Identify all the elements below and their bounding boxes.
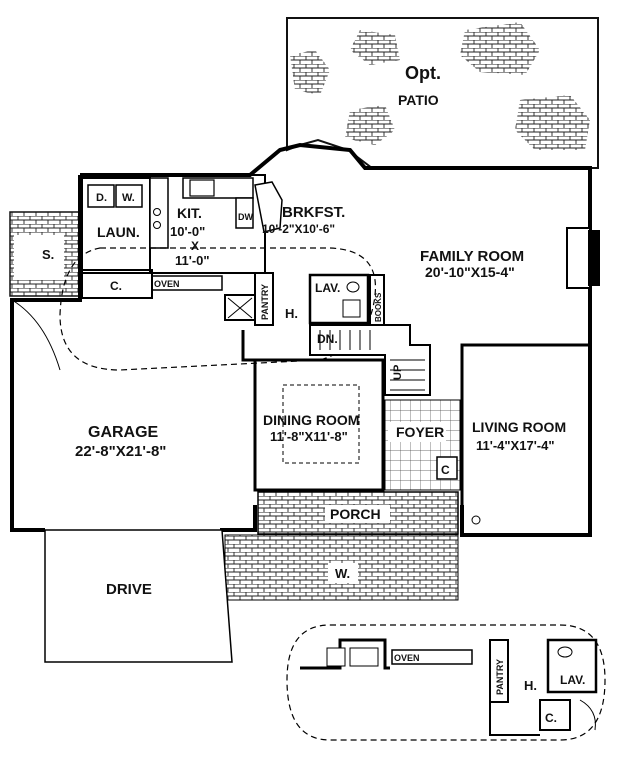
patio-brick-patch	[345, 105, 395, 145]
garage-label: GARAGE	[88, 424, 159, 441]
porch-label: PORCH	[330, 506, 381, 522]
foyer-closet-label: C	[441, 463, 450, 477]
foyer: FOYER C	[384, 399, 461, 498]
inset-pantry-label: PANTRY	[495, 659, 505, 695]
hall-label: H.	[285, 306, 298, 321]
walk: W.	[224, 534, 459, 601]
books-label: BOOKS	[374, 292, 383, 322]
laundry-room: D. W. LAUN. C.	[81, 177, 153, 299]
garage: GARAGE 22'-8"X21'-8"	[11, 299, 166, 460]
living-room: LIVING ROOM 11'-4"X17'-4"	[460, 343, 592, 537]
sink-icon	[189, 179, 215, 197]
washer-label: W.	[122, 192, 135, 204]
drive: DRIVE	[44, 529, 233, 663]
kitchen-dim2: 11'-0"	[175, 253, 210, 268]
dining-room-dim: 11'-8"X11'-8"	[270, 429, 348, 444]
breakfast-label: BRKFST.	[282, 204, 345, 221]
fireplace	[566, 227, 600, 289]
dining-room-label: DINING ROOM	[263, 412, 359, 428]
patio-brick-patch	[515, 95, 590, 150]
drive-label: DRIVE	[106, 581, 152, 598]
outlet-icon	[471, 515, 481, 525]
family-room-dim: 20'-10"X15-4"	[425, 264, 515, 280]
washer	[115, 184, 143, 208]
inset-oven-label: OVEN	[394, 653, 420, 663]
kitchen-bar	[254, 181, 283, 233]
patio-opt-label: Opt.	[405, 63, 441, 83]
lav-label: LAV.	[315, 281, 340, 295]
laundry-label: LAUN.	[97, 224, 140, 240]
sink-icon	[346, 281, 360, 293]
burner-icon	[153, 221, 161, 229]
patio-brick-patch	[290, 50, 330, 95]
closet-label: C.	[110, 279, 122, 293]
storage-label: S.	[42, 247, 54, 262]
patio-brick-patch	[460, 22, 540, 75]
stair: DN. UP	[309, 324, 431, 396]
walk-label: W.	[335, 566, 350, 581]
counter	[149, 177, 169, 249]
dryer-label: D.	[96, 192, 107, 204]
breakfast-dim: 10'-2"X10'-6"	[262, 222, 335, 236]
inset-plan: OVEN PANTRY H. LAV. C.	[286, 624, 606, 741]
oven-label: OVEN	[154, 279, 180, 289]
porch: PORCH	[257, 491, 459, 535]
patio-label: PATIO	[398, 92, 439, 108]
sink-icon	[349, 647, 379, 667]
garage-dim: 22'-8"X21'-8"	[75, 443, 166, 460]
dining-room: DINING ROOM 11'-8"X11'-8"	[253, 358, 385, 492]
sink-icon	[557, 646, 573, 658]
kitchen: DW KIT. 10'-0" X 11'-0" OVEN	[149, 174, 266, 291]
service-yard: S.	[9, 211, 83, 297]
inset-lav-label: LAV.	[560, 673, 585, 687]
toilet-icon	[342, 299, 361, 318]
foyer-label: FOYER	[396, 424, 444, 440]
living-room-dim: 11'-4"X17'-4"	[476, 438, 555, 453]
inset-closet-label: C.	[545, 711, 557, 725]
patio-brick-patch	[350, 30, 400, 65]
inset-hall-label: H.	[524, 678, 537, 693]
kitchen-dim1: 10'-0"	[170, 224, 205, 239]
kitchen-label: KIT.	[177, 205, 202, 221]
up-label: UP	[392, 365, 404, 380]
kitchen-x: X	[191, 239, 199, 253]
patio: Opt. PATIO	[286, 17, 599, 169]
burner-icon	[326, 647, 346, 667]
dishwasher	[235, 197, 254, 229]
dishwasher-label: DW	[238, 212, 253, 222]
down-label: DN.	[317, 332, 338, 346]
living-room-label: LIVING ROOM	[472, 419, 566, 435]
family-room-label: FAMILY ROOM	[420, 248, 524, 265]
dryer	[87, 184, 115, 208]
pantry-label: PANTRY	[260, 284, 270, 320]
burner-icon	[153, 208, 161, 216]
